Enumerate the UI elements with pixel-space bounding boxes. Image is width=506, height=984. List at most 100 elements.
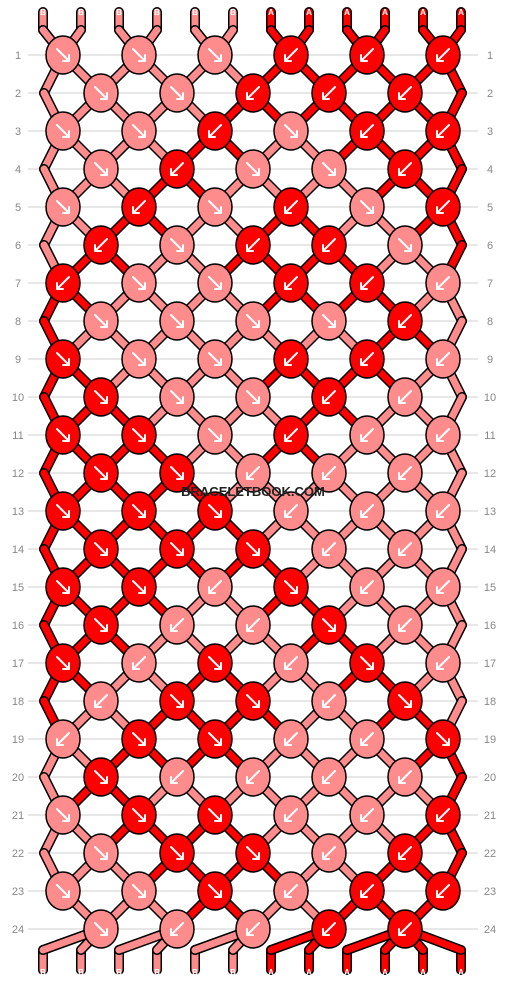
knot [45,35,81,75]
knot [273,339,309,379]
knot [349,415,385,455]
knot-arrow-icon [170,390,184,404]
thread-color-letter: A [306,8,312,17]
knot [83,225,119,265]
knot [159,833,195,873]
knot-arrow-icon [208,808,222,822]
knot [45,491,81,531]
knot [121,795,157,835]
knot-arrow-icon [398,846,412,860]
knot [273,263,309,303]
row-label-right: 22 [484,848,496,860]
knot [273,187,309,227]
knot-arrow-icon [436,428,450,442]
row-label-left: 16 [12,620,24,632]
knot-arrow-icon [398,314,412,328]
knot [311,757,347,797]
knot-arrow-icon [360,732,374,746]
knot [273,415,309,455]
thread-color-letter: B [230,8,236,17]
thread-color-letter: B [40,968,46,977]
knot-arrow-icon [246,542,260,556]
knot [45,187,81,227]
knot [349,871,385,911]
knot-arrow-icon [284,352,298,366]
knot-arrow-icon [246,314,260,328]
knot [311,149,347,189]
knot [45,415,81,455]
knot [121,415,157,455]
knot-arrow-icon [56,200,70,214]
knot-arrow-icon [436,48,450,62]
knot-arrow-icon [322,86,336,100]
knot [425,187,461,227]
knot [425,795,461,835]
thread-color-letter: A [458,968,464,977]
knot-arrow-icon [436,656,450,670]
thread-color-letter: B [192,8,198,17]
row-label-left: 17 [12,658,24,670]
thread-color-letter: A [458,8,464,17]
knot-arrow-icon [132,352,146,366]
knot-arrow-icon [132,200,146,214]
row-label-right: 7 [487,278,493,290]
row-label-right: 10 [484,392,496,404]
knot [159,301,195,341]
knot-arrow-icon [322,542,336,556]
knot-arrow-icon [208,656,222,670]
knot-arrow-icon [436,276,450,290]
knot-arrow-icon [170,922,184,936]
row-label-right: 23 [484,886,496,898]
knot [349,795,385,835]
knot [159,377,195,417]
row-label-left: 4 [15,164,21,176]
knot-arrow-icon [284,580,298,594]
row-label-left: 7 [15,278,21,290]
knot [159,149,195,189]
knot [349,491,385,531]
knot [425,111,461,151]
knot-arrow-icon [56,580,70,594]
knot [273,491,309,531]
row-label-right: 20 [484,772,496,784]
knot [425,567,461,607]
knot-arrow-icon [56,352,70,366]
knot [349,263,385,303]
knot [235,681,271,721]
knot-arrow-icon [132,504,146,518]
knot-arrow-icon [56,276,70,290]
knot [83,605,119,645]
knot [235,377,271,417]
knot [273,871,309,911]
knot [197,339,233,379]
knot [83,301,119,341]
knot [387,529,423,569]
knot-arrow-icon [56,428,70,442]
knot [121,187,157,227]
knot-arrow-icon [208,428,222,442]
knot-arrow-icon [322,618,336,632]
knot [45,263,81,303]
knot [197,35,233,75]
row-label-left: 21 [12,810,24,822]
knot [45,871,81,911]
knot-arrow-icon [132,428,146,442]
knot [83,833,119,873]
thread-color-letter: A [268,8,274,17]
knot-arrow-icon [208,276,222,290]
knot-arrow-icon [94,618,108,632]
knot-arrow-icon [170,86,184,100]
row-label-left: 1 [15,50,21,62]
knot-arrow-icon [284,656,298,670]
knot-arrow-icon [322,694,336,708]
knot [83,529,119,569]
knot [273,35,309,75]
row-label-left: 10 [12,392,24,404]
knot [273,111,309,151]
knot-arrow-icon [246,466,260,480]
knot [159,605,195,645]
knot-arrow-icon [208,48,222,62]
knot-arrow-icon [398,770,412,784]
knot [197,415,233,455]
knot [311,605,347,645]
